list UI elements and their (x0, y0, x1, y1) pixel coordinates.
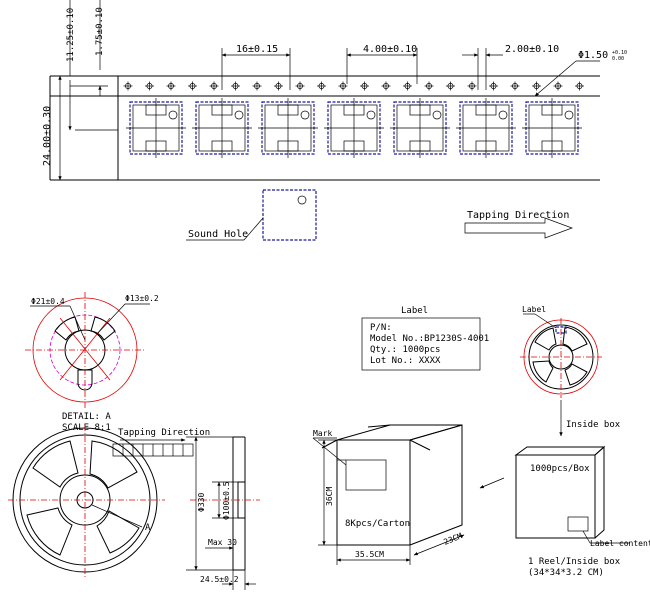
component-pocket (192, 98, 252, 158)
dim-16: 16±0.15 (236, 44, 278, 55)
reel-side-view: Φ330 Φ100±0.5 Max 30 24.5±0.2 (186, 436, 260, 590)
detail-title: DETAIL: A (62, 412, 111, 422)
tape-top-dimensions: 16±0.15 4.00±0.10 2.00±0.10 Φ1.50 +0.10 … (221, 44, 627, 97)
label-line-2: Model No.:BP1230S-4001 (370, 334, 489, 344)
label-line-1: P/N: (370, 323, 392, 333)
dim-max-30: Max 30 (208, 538, 237, 547)
dim-21: Φ21±0.4 (31, 297, 65, 306)
dim-100: Φ100±0.5 (222, 481, 231, 520)
component-pocket (324, 98, 384, 158)
reel-detail-a: Φ21±0.4 Φ13±0.2 DETAIL: A SCALE 8:1 (25, 292, 159, 433)
label-content: Label content (590, 539, 650, 548)
component-pocket (258, 98, 318, 158)
carton-mark: Mark (313, 429, 332, 438)
svg-text:+0.10: +0.10 (612, 50, 627, 56)
component-pocket (522, 98, 582, 158)
dim-13: Φ13±0.2 (125, 294, 159, 303)
inside-box-title: 1000pcs/Box (530, 464, 590, 474)
label-title: Label (401, 306, 428, 316)
reel-front-view: A Tapping Direction (8, 425, 210, 578)
tapping-direction-bottom: Tapping Direction (118, 428, 210, 438)
component-pocket (390, 98, 450, 158)
component-pocket (456, 98, 516, 158)
dim-2: 2.00±0.10 (505, 44, 559, 55)
label-box: Label P/N: Model No.:BP1230S-4001 Qty.: … (361, 306, 489, 371)
carton-text: 8Kpcs/Carton (345, 519, 410, 529)
label-line-4: Lot No.: XXXX (370, 356, 441, 366)
dim-11-25: 11.25±0.10 (66, 8, 76, 62)
sound-hole-detail: Sound Hole (186, 189, 317, 241)
dim-24: 24.00±0.30 (42, 106, 53, 166)
sprocket-hole-row (123, 81, 584, 91)
inside-box-label: Inside box (566, 420, 621, 430)
to-carton-arrow (479, 477, 505, 489)
inside-box: 1000pcs/Box Label content 1 Reel/Inside … (514, 445, 650, 578)
label-line-3: Qty.: 1000pcs (370, 345, 440, 355)
carton-height: 36CM (325, 487, 334, 506)
carton: Mark 8Kpcs/Carton 36CM 35.5CM 23CM (312, 424, 465, 565)
dim-24-5: 24.5±0.2 (200, 575, 239, 584)
inside-box-caption-1: 1 Reel/Inside box (528, 557, 621, 567)
small-reel: Label (520, 305, 602, 398)
carton-depth: 23CM (442, 531, 463, 547)
sound-hole-label: Sound Hole (188, 229, 248, 240)
tapping-direction-label: Tapping Direction (467, 210, 569, 221)
tape-left-dimensions: 11.25±0.10 1.75±0.10 24.00±0.30 (42, 0, 108, 181)
callout-a: A (145, 523, 151, 533)
small-reel-label: Label (522, 305, 546, 314)
dim-330: Φ330 (197, 493, 206, 512)
dim-1-75: 1.75±0.10 (95, 7, 105, 56)
carrier-tape (49, 75, 600, 181)
dim-hole: Φ1.50 (578, 50, 608, 61)
pocket-row (126, 98, 582, 158)
inside-box-arrow: Inside box (559, 400, 621, 437)
component-pocket (126, 98, 186, 158)
tapping-direction-top: Tapping Direction (464, 210, 574, 239)
inside-box-caption-2: (34*34*3.2 CM) (528, 568, 604, 578)
carton-width: 35.5CM (355, 550, 384, 559)
dim-4: 4.00±0.10 (363, 44, 417, 55)
svg-text:0.00: 0.00 (612, 56, 624, 62)
